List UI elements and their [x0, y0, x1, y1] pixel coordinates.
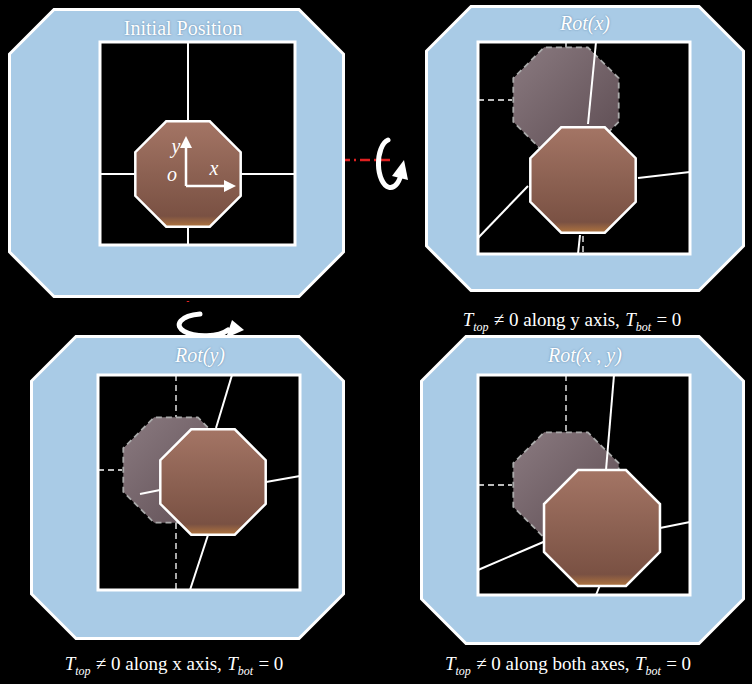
rot-y-panel	[98, 375, 300, 590]
caption-text: = 0	[656, 309, 681, 331]
caption-text: ≠ 0 along both axes,	[476, 653, 629, 675]
frame-outline	[30, 335, 345, 640]
axis-label: o	[167, 163, 177, 186]
caption-text: T	[463, 309, 474, 331]
caption-text: ≠ 0 along x axis,	[96, 653, 222, 675]
torque-caption: Ttop≠ 0 along y axis,Tbot= 0	[463, 309, 682, 335]
panel-title: Rot(y)	[175, 344, 225, 367]
rot-x-panel	[478, 42, 690, 254]
subscript: bot	[645, 664, 660, 679]
camera-frame: Rot(x)	[425, 5, 745, 292]
axis-label: y	[172, 135, 181, 158]
subscript: bot	[238, 664, 253, 679]
caption-text: T	[635, 653, 646, 675]
camera-frame: Rot(y)	[30, 335, 345, 640]
panel-title: Rot(x , y)	[548, 344, 622, 367]
caption-text: ≠ 0 along y axis,	[494, 309, 620, 331]
frame-outline	[425, 5, 745, 292]
torque-caption: Ttop ≠ 0 along both axes, Tbot = 0	[445, 653, 691, 679]
caption-text: = 0	[666, 653, 691, 675]
caption-text: T	[445, 653, 456, 675]
subscript: bot	[636, 320, 651, 335]
initial-panel	[100, 42, 295, 245]
camera-frame: Rot(x , y)	[420, 335, 745, 645]
caption-text: T	[625, 309, 636, 331]
caption-text: = 0	[258, 653, 283, 675]
subscript: top	[473, 320, 488, 335]
caption-text: T	[227, 653, 238, 675]
rot-xy-panel	[478, 375, 690, 595]
panel-title: Initial Position	[124, 17, 242, 40]
torque-caption: Ttop≠ 0 along x axis,Tbot= 0	[65, 653, 284, 679]
axis-label: x	[210, 157, 219, 180]
subscript: top	[455, 664, 470, 679]
subscript: top	[75, 664, 90, 679]
panel-title: Rot(x)	[560, 12, 610, 35]
frame-outline	[420, 335, 745, 645]
caption-text: T	[65, 653, 76, 675]
